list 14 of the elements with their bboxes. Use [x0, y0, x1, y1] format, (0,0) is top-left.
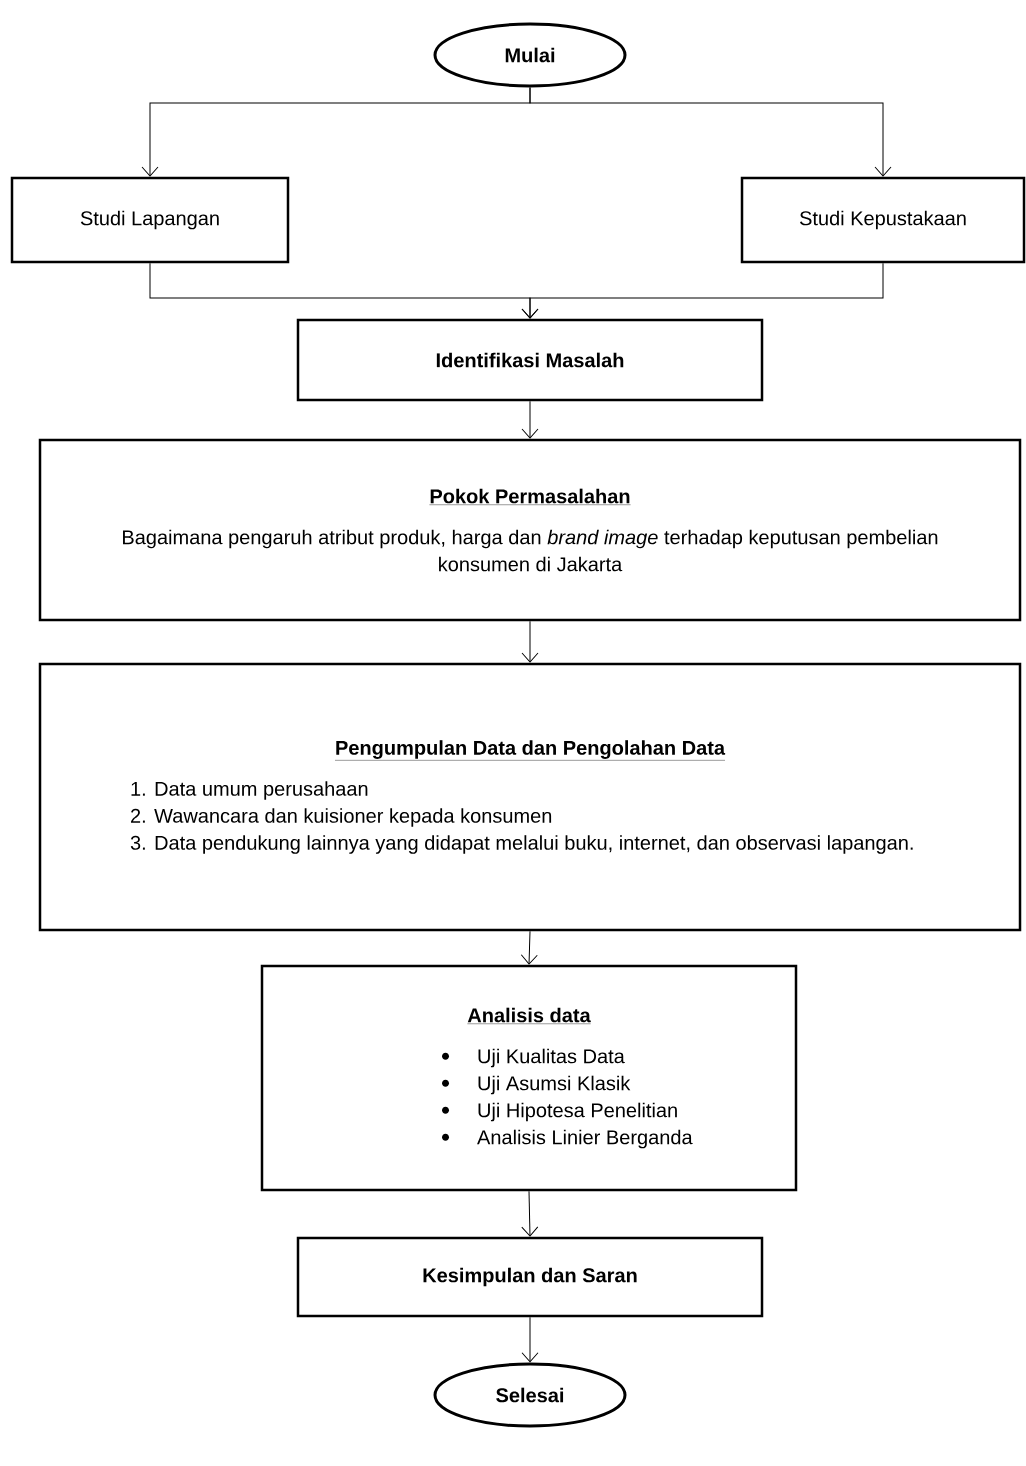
arrow [521, 1316, 539, 1363]
arrow [521, 1190, 539, 1237]
arrow [520, 930, 538, 965]
process-box: Analisis data Uji Kualitas Data Uji Asumsi Klasik Uji Hipotesa Penelitian Analisis Linier Berganda [260, 964, 798, 1192]
arrow [521, 400, 539, 439]
process-box: Pokok Permasalahan Bagaimana pengaruh atribut produk, harga dan brand image terhadap keputusan pembelian konsumen di Jakarta [38, 438, 1022, 622]
arrow [521, 620, 539, 663]
process-box: Identifikasi Masalah [296, 318, 764, 402]
process-box: Pengumpulan Data dan Pengolahan Data 1. Data umum perusahaan 2. Wawancara dan kuisioner kepada konsumen 3. Data pendukung lainnya yang didapat melalui buku, internet, dan observasi lapangan. [38, 662, 1022, 932]
arrow [529, 87, 892, 177]
arrow [521, 262, 884, 319]
process-box: Kesimpulan dan Saran [296, 1236, 764, 1318]
process-box: Studi Kepustakaan [740, 176, 1026, 264]
process-box: Studi Lapangan [10, 176, 290, 264]
